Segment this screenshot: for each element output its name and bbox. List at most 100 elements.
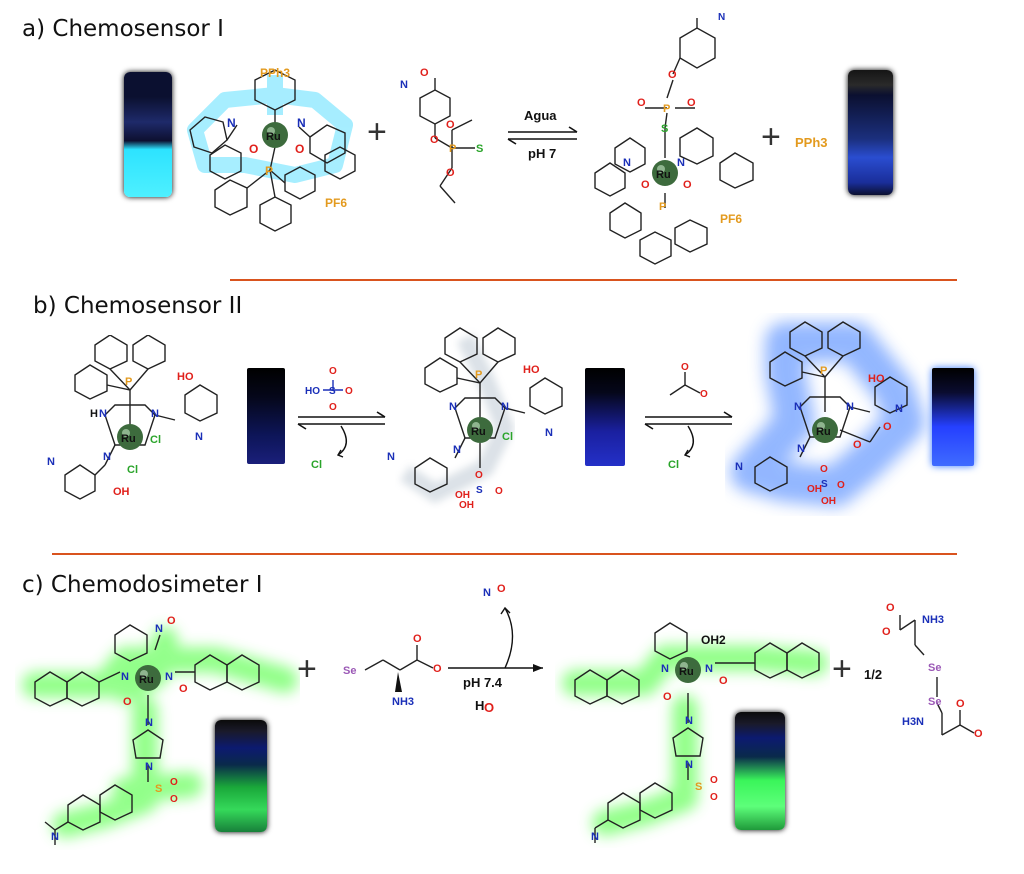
svg-text:O: O — [413, 633, 422, 645]
svg-text:N: N — [718, 12, 725, 23]
svg-text:N: N — [99, 408, 107, 420]
svg-text:Cl: Cl — [127, 464, 138, 476]
vial-b-3 — [932, 368, 974, 466]
complex-a-product: Ru N O P O O S N N O O P PF6 — [594, 12, 754, 265]
reactant-a: O N O P S O O — [400, 67, 483, 204]
svg-text:N: N — [145, 717, 153, 729]
svg-text:N: N — [400, 79, 408, 91]
svg-text:N: N — [453, 444, 461, 456]
complex-a-left: Ru PPh3 N N O O P PF6 — [187, 66, 356, 232]
vial-c-left — [215, 720, 267, 832]
svg-text:PPh3: PPh3 — [260, 66, 290, 80]
svg-text:PPh3: PPh3 — [795, 135, 828, 150]
svg-text:O: O — [886, 602, 895, 614]
svg-text:N: N — [47, 456, 55, 468]
svg-text:O: O — [170, 777, 178, 788]
svg-text:Ru: Ru — [816, 426, 831, 438]
svg-text:O: O — [170, 794, 178, 805]
svg-text:S: S — [155, 783, 162, 795]
svg-text:O: O — [883, 421, 892, 433]
svg-text:O: O — [700, 389, 708, 400]
coefficient-c: 1/2 — [864, 667, 883, 682]
arrow-a-bottom-label: pH 7 — [528, 146, 557, 161]
svg-text:Cl: Cl — [311, 459, 322, 470]
svg-text:N: N — [449, 401, 457, 413]
svg-text:N: N — [151, 408, 159, 420]
svg-text:S: S — [476, 485, 483, 496]
svg-text:S: S — [476, 143, 483, 155]
svg-text:HO: HO — [177, 371, 194, 383]
svg-text:N: N — [794, 401, 802, 413]
svg-text:S: S — [695, 781, 702, 793]
arrow-c-bottom-label-2: H — [475, 698, 485, 713]
vial-a-right — [848, 70, 893, 195]
svg-text:N: N — [545, 427, 553, 439]
svg-text:O: O — [641, 179, 650, 191]
svg-text:N: N — [103, 451, 111, 463]
plus-a-1: + — [367, 113, 387, 151]
complex-b-middle: Ru P N N N Cl HO N N O S OH O OH — [387, 327, 563, 511]
svg-text:N: N — [705, 663, 713, 675]
arrow-c-water: O — [484, 700, 494, 715]
svg-text:Cl: Cl — [502, 431, 513, 443]
svg-text:N: N — [165, 671, 173, 683]
svg-text:O: O — [683, 179, 692, 191]
svg-text:HO: HO — [523, 364, 540, 376]
svg-text:OH: OH — [113, 486, 130, 498]
svg-text:N: N — [227, 116, 236, 130]
svg-text:O: O — [710, 775, 718, 786]
svg-text:O: O — [475, 470, 483, 481]
vial-b-1 — [247, 368, 285, 464]
reaction-arrow-c: N O — [448, 583, 543, 672]
svg-text:Ru: Ru — [266, 131, 281, 143]
svg-text:N: N — [685, 715, 693, 727]
svg-text:N: N — [51, 831, 59, 843]
svg-text:Ru: Ru — [656, 169, 671, 181]
svg-text:N: N — [145, 761, 153, 773]
svg-text:O: O — [853, 439, 862, 451]
svg-text:O: O — [956, 698, 965, 710]
svg-text:P: P — [449, 143, 456, 155]
svg-text:O: O — [433, 663, 442, 675]
svg-text:P: P — [475, 369, 482, 381]
plus-c-1: + — [297, 650, 317, 688]
svg-text:O: O — [687, 97, 696, 109]
svg-text:P: P — [265, 164, 273, 178]
svg-text:N: N — [797, 443, 805, 455]
svg-text:PF6: PF6 — [325, 196, 347, 210]
svg-text:O: O — [446, 167, 455, 179]
svg-text:O: O — [495, 486, 503, 497]
svg-text:O: O — [446, 119, 455, 131]
svg-text:Ru: Ru — [121, 433, 136, 445]
svg-text:O: O — [179, 683, 188, 695]
svg-text:HO: HO — [305, 386, 320, 397]
svg-text:O: O — [420, 67, 429, 79]
svg-text:H: H — [90, 408, 98, 420]
svg-text:N: N — [677, 157, 685, 169]
svg-text:Cl: Cl — [668, 459, 679, 470]
svg-text:O: O — [167, 615, 176, 627]
svg-text:Se: Se — [928, 662, 941, 674]
svg-text:O: O — [249, 142, 258, 156]
svg-text:OH: OH — [821, 496, 836, 507]
svg-text:N: N — [387, 451, 395, 463]
svg-text:O: O — [484, 700, 494, 715]
svg-text:N: N — [155, 623, 163, 635]
vial-c-right — [735, 712, 785, 830]
svg-text:OH: OH — [455, 490, 470, 501]
svg-text:H3N: H3N — [902, 716, 924, 728]
svg-text:O: O — [882, 626, 891, 638]
svg-text:N: N — [895, 403, 903, 415]
svg-text:P: P — [663, 103, 670, 115]
svg-text:PF6: PF6 — [720, 212, 742, 226]
svg-text:N: N — [661, 663, 669, 675]
vial-b-2 — [585, 368, 625, 466]
divider-ab — [230, 279, 957, 281]
svg-text:O: O — [710, 792, 718, 803]
svg-text:OH: OH — [807, 484, 822, 495]
svg-text:S: S — [821, 479, 828, 490]
svg-text:S: S — [661, 123, 668, 135]
svg-text:N: N — [591, 831, 599, 843]
svg-text:O: O — [974, 728, 983, 740]
svg-text:O: O — [430, 134, 439, 146]
